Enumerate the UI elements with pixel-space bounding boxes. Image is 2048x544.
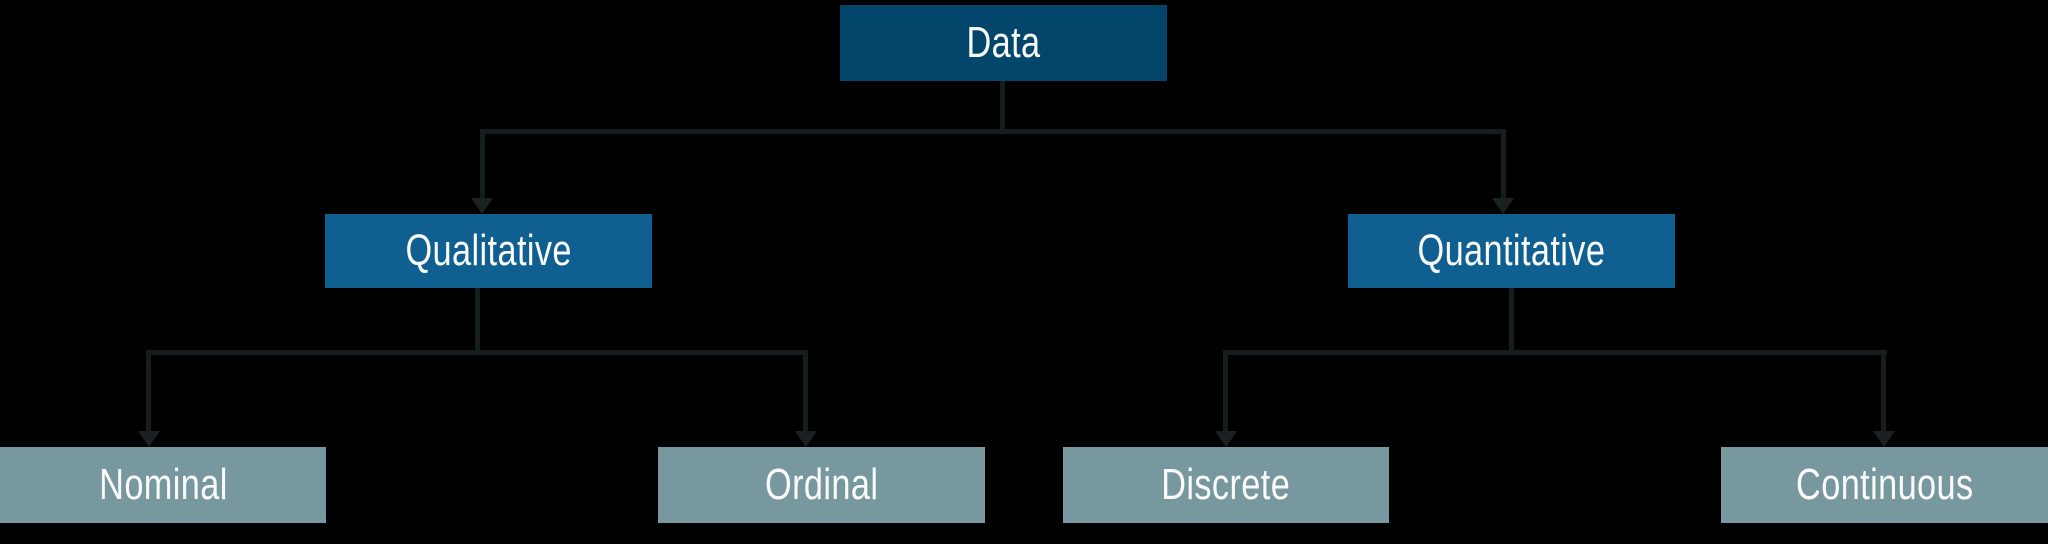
node-nominal: Nominal bbox=[0, 447, 326, 523]
node-ordinal-label: Ordinal bbox=[764, 460, 879, 509]
arrowhead-quantitative-icon bbox=[1492, 198, 1514, 214]
node-nominal-label: Nominal bbox=[98, 460, 228, 509]
node-data: Data bbox=[840, 5, 1167, 81]
connector-drop-qualitative bbox=[480, 129, 485, 199]
node-discrete: Discrete bbox=[1063, 447, 1389, 523]
node-continuous-label: Continuous bbox=[1795, 460, 1974, 509]
node-data-label: Data bbox=[966, 18, 1041, 67]
connector-drop-discrete bbox=[1223, 350, 1228, 431]
connector-quantitative-stem bbox=[1509, 288, 1514, 355]
connector-drop-ordinal bbox=[803, 350, 808, 431]
connector-drop-nominal bbox=[146, 350, 151, 431]
node-qualitative-label: Qualitative bbox=[405, 226, 572, 275]
node-continuous: Continuous bbox=[1721, 447, 2048, 523]
arrowhead-qualitative-icon bbox=[471, 198, 493, 214]
arrowhead-continuous-icon bbox=[1873, 431, 1895, 447]
connector-data-stem bbox=[1000, 81, 1005, 134]
connector-qualitative-stem bbox=[475, 288, 480, 355]
connector-drop-quantitative bbox=[1501, 129, 1506, 199]
arrowhead-discrete-icon bbox=[1215, 431, 1237, 447]
node-ordinal: Ordinal bbox=[658, 447, 985, 523]
node-quantitative: Quantitative bbox=[1348, 214, 1675, 288]
node-qualitative: Qualitative bbox=[325, 214, 652, 288]
node-discrete-label: Discrete bbox=[1161, 460, 1291, 509]
connector-level1-horizontal bbox=[480, 129, 1506, 134]
connector-level2-left-horizontal bbox=[146, 350, 808, 355]
connector-level2-right-horizontal bbox=[1223, 350, 1887, 355]
connector-drop-continuous bbox=[1881, 350, 1886, 431]
node-quantitative-label: Quantitative bbox=[1417, 226, 1606, 275]
arrowhead-nominal-icon bbox=[138, 431, 160, 447]
arrowhead-ordinal-icon bbox=[795, 431, 817, 447]
